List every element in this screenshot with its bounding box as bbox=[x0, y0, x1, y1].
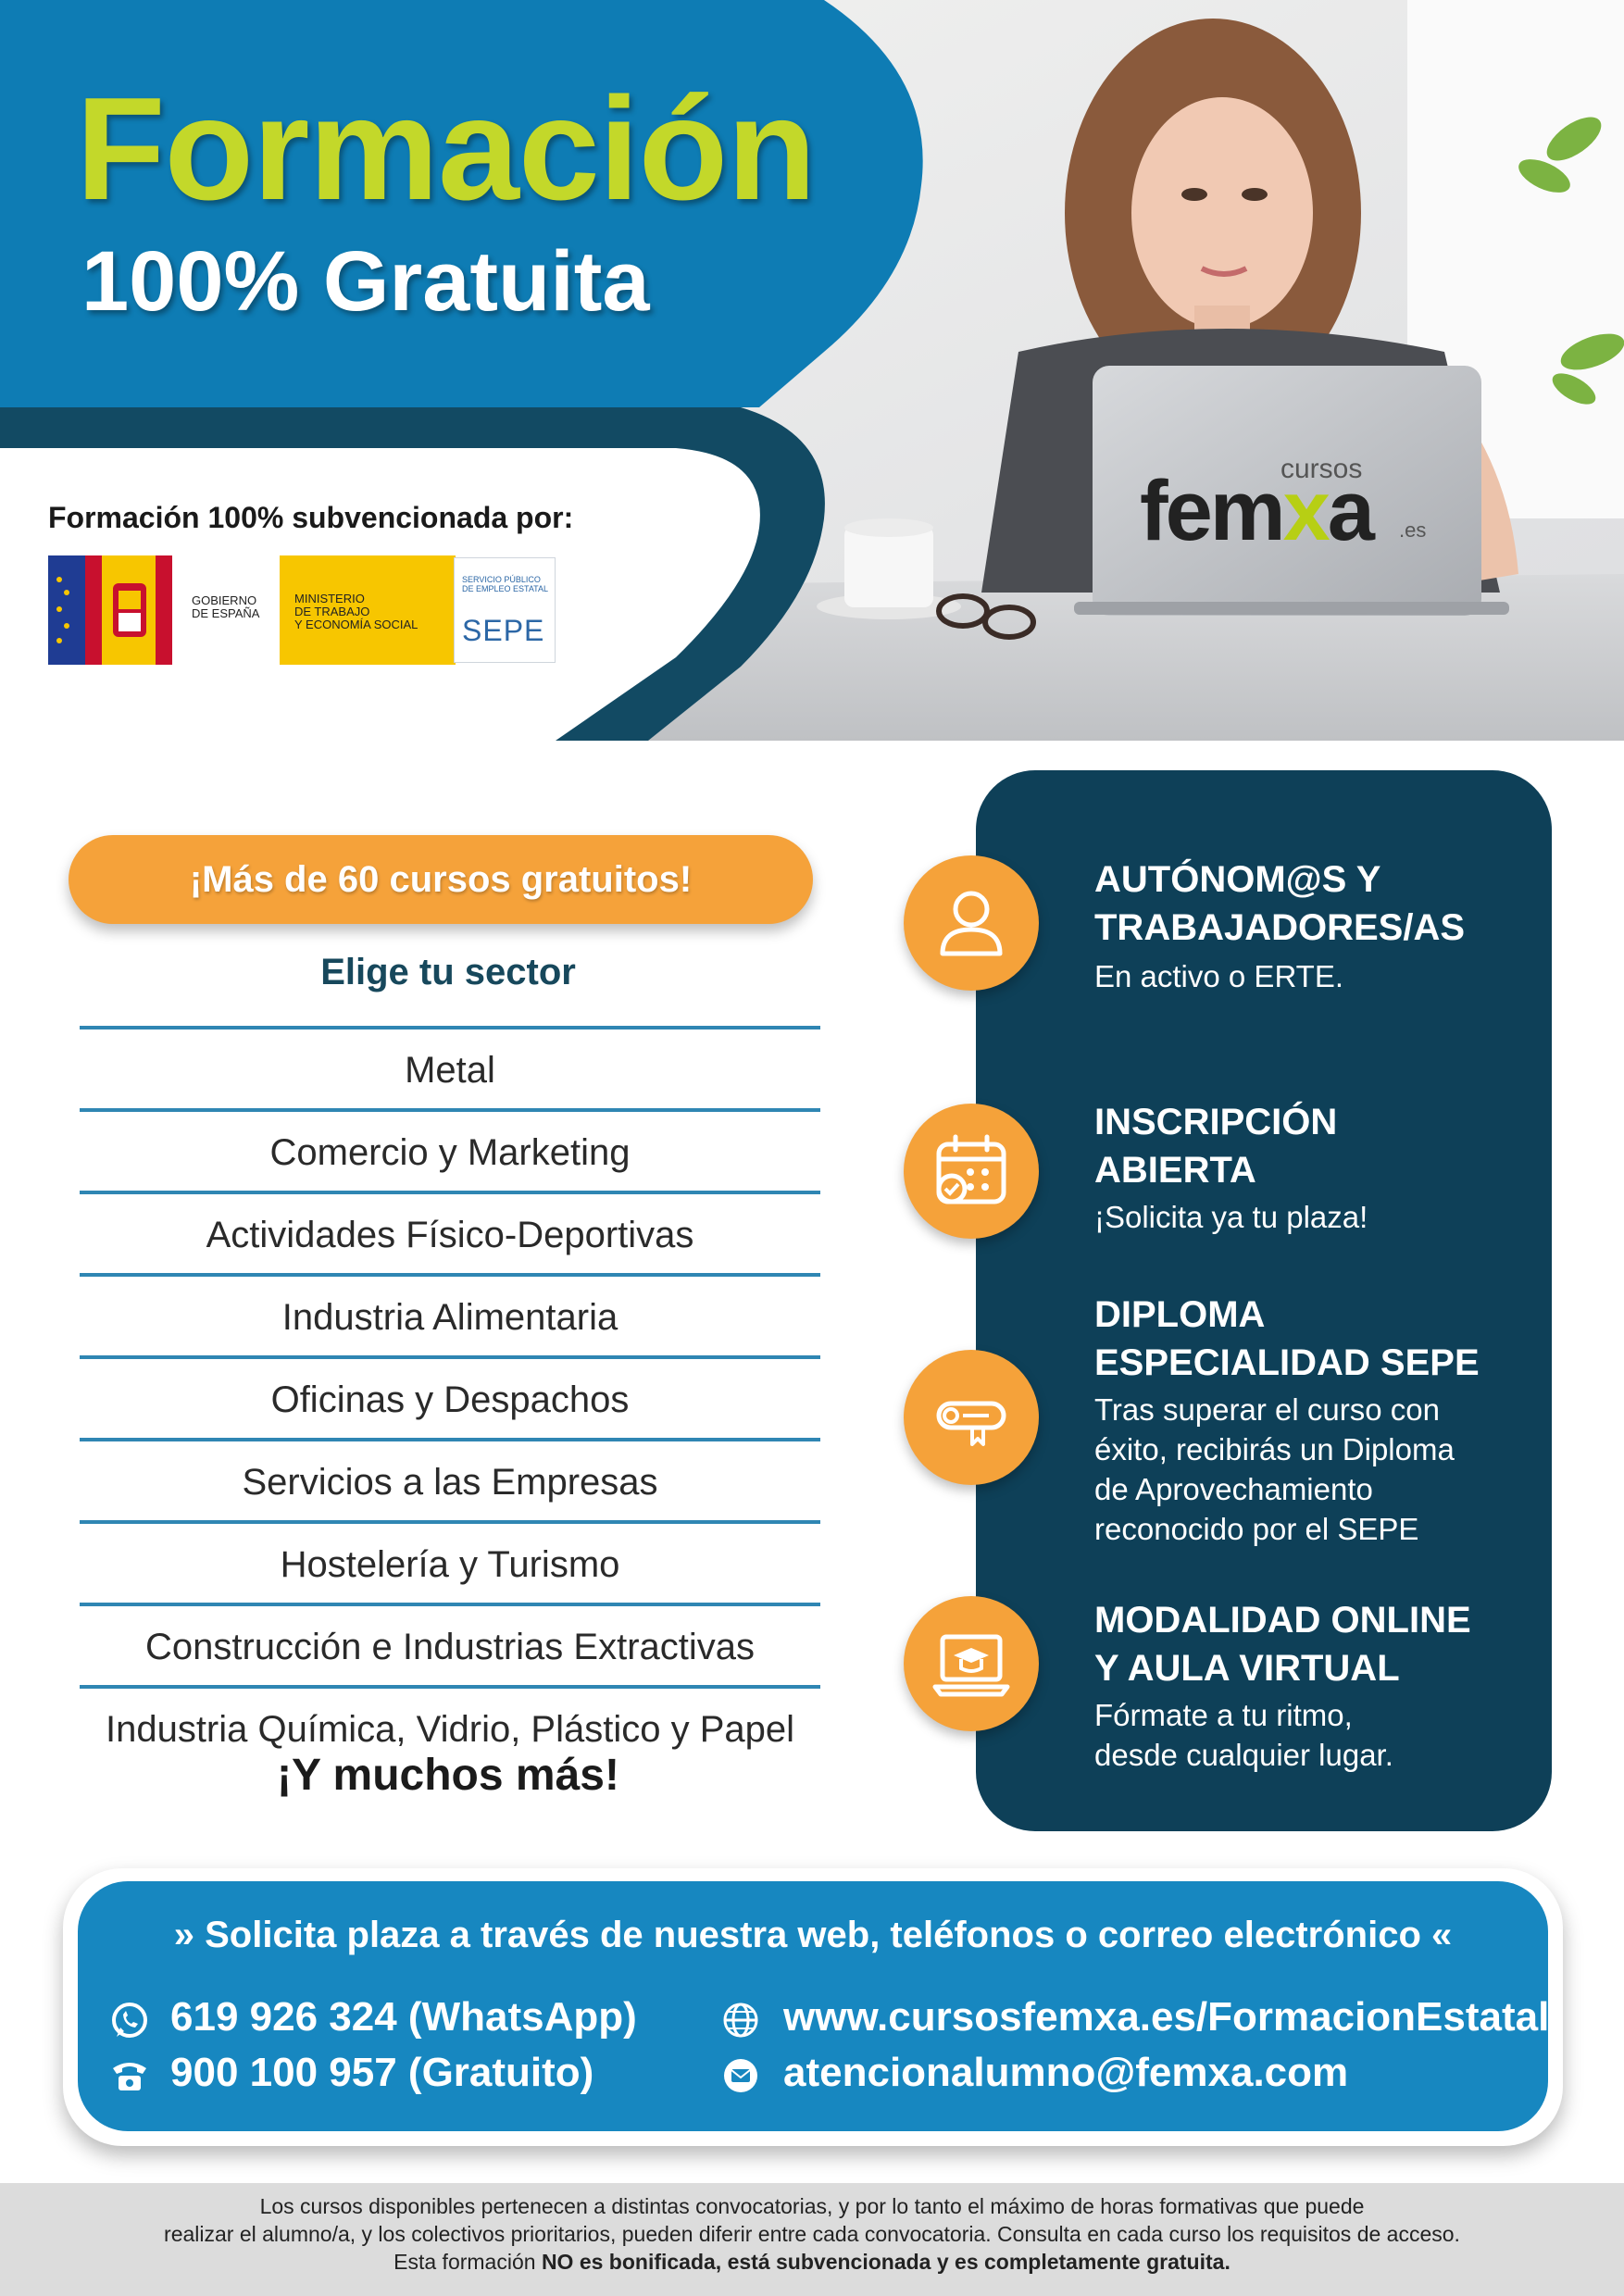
sepe-logo: SERVICIO PÚBLICO DE EMPLEO ESTATAL SEPE bbox=[454, 557, 556, 663]
feature-icon-circle bbox=[904, 1350, 1039, 1485]
footer-disclaimer: Los cursos disponibles pertenecen a dist… bbox=[37, 2192, 1587, 2276]
brand-name: femxa bbox=[1140, 468, 1375, 554]
courses-pill: ¡Más de 60 cursos gratuitos! bbox=[69, 835, 813, 924]
contact-headline-text: Solicita plaza a través de nuestra web, … bbox=[205, 1915, 1421, 1955]
globe-icon bbox=[723, 2003, 758, 2038]
feature-text: Fórmate a tu ritmo, bbox=[1094, 1698, 1353, 1732]
person-icon bbox=[940, 891, 1003, 956]
brand-name-end: a bbox=[1327, 464, 1375, 558]
feature-title: AUTÓNOM@S Y bbox=[1094, 859, 1381, 900]
feature-text: Tras superar el curso con bbox=[1094, 1392, 1440, 1427]
whatsapp-number[interactable]: 619 926 324 (WhatsApp) bbox=[170, 1994, 637, 2040]
gov-line2: DE ESPAÑA bbox=[192, 606, 260, 620]
hero-subtitle: 100% Gratuita bbox=[81, 234, 650, 329]
sector-list: Metal Comercio y Marketing Actividades F… bbox=[80, 1026, 820, 1767]
feature-icon-circle bbox=[904, 1104, 1039, 1239]
features-panel bbox=[976, 770, 1552, 1831]
feature-text: éxito, recibirás un Diploma bbox=[1094, 1432, 1455, 1466]
gov-line1: GOBIERNO bbox=[192, 593, 257, 607]
email-icon bbox=[724, 2059, 757, 2092]
sector-item: Industria Química, Vidrio, Plástico y Pa… bbox=[80, 1685, 820, 1767]
contact-headline: » Solicita plaza a través de nuestra web… bbox=[78, 1915, 1548, 1956]
ministry-line3: Y ECONOMÍA SOCIAL bbox=[294, 618, 418, 631]
diploma-icon bbox=[936, 1401, 1006, 1446]
brand-tld: .es bbox=[1399, 518, 1427, 542]
footer-line3-prefix: Esta formación bbox=[394, 2250, 542, 2274]
sepe-acronym: SEPE bbox=[462, 614, 545, 647]
ministry-block: MINISTERIO DE TRABAJO Y ECONOMÍA SOCIAL bbox=[278, 555, 456, 665]
sector-item: Servicios a las Empresas bbox=[80, 1438, 820, 1520]
sector-item: Actividades Físico-Deportivas bbox=[80, 1191, 820, 1273]
hero-banner: Formación 100% Gratuita Formación 100% s… bbox=[0, 0, 1624, 741]
calendar-check-icon bbox=[936, 1134, 1006, 1204]
brand-name-x: x bbox=[1282, 464, 1330, 558]
hero-title: Formación bbox=[76, 68, 817, 231]
whatsapp-icon bbox=[112, 2003, 147, 2038]
footer-line2: realizar el alumno/a, y los colectivos p… bbox=[164, 2222, 1460, 2246]
spain-flag-emblem bbox=[48, 555, 280, 665]
footer-line1: Los cursos disponibles pertenecen a dist… bbox=[259, 2194, 1365, 2218]
feature-title: DIPLOMA bbox=[1094, 1294, 1266, 1335]
feature-title: INSCRIPCIÓN bbox=[1094, 1102, 1338, 1142]
sector-item: Metal bbox=[80, 1026, 820, 1108]
feature-text: desde cualquier lugar. bbox=[1094, 1738, 1393, 1772]
subsidy-label: Formación 100% subvencionada por: bbox=[48, 501, 574, 534]
feature-text: reconocido por el SEPE bbox=[1094, 1512, 1419, 1546]
sector-item: Construcción e Industrias Extractivas bbox=[80, 1603, 820, 1685]
feature-icon-circle bbox=[904, 1596, 1039, 1731]
sector-item: Comercio y Marketing bbox=[80, 1108, 820, 1191]
brand-name-start: fem bbox=[1140, 464, 1286, 558]
phone-number[interactable]: 900 100 957 (Gratuito) bbox=[170, 2050, 594, 2095]
feature-text: de Aprovechamiento bbox=[1094, 1472, 1373, 1506]
feature-title: Y AULA VIRTUAL bbox=[1094, 1648, 1400, 1689]
footer: Los cursos disponibles pertenecen a dist… bbox=[0, 2183, 1624, 2296]
more-label: ¡Y muchos más! bbox=[277, 1751, 619, 1800]
brand-sub: cursos bbox=[1280, 454, 1363, 484]
feature-text: En activo o ERTE. bbox=[1094, 959, 1344, 993]
courses-pill-label: ¡Más de 60 cursos gratuitos! bbox=[189, 859, 693, 900]
sector-item: Industria Alimentaria bbox=[80, 1273, 820, 1355]
ministry-line1: MINISTERIO bbox=[294, 592, 365, 605]
website-link[interactable]: www.cursosfemxa.es/FormacionEstatal bbox=[783, 1994, 1550, 2040]
sepe-full-name: SERVICIO PÚBLICO DE EMPLEO ESTATAL bbox=[462, 575, 549, 593]
feature-title: ABIERTA bbox=[1094, 1150, 1256, 1191]
feature-title: TRABAJADORES/AS bbox=[1094, 907, 1466, 948]
feature-title: MODALIDAD ONLINE bbox=[1094, 1600, 1471, 1641]
phone-icon bbox=[113, 2063, 146, 2090]
sector-item: Hostelería y Turismo bbox=[80, 1520, 820, 1603]
laptop-graduation-icon bbox=[932, 1634, 1010, 1697]
feature-text: ¡Solicita ya tu plaza! bbox=[1094, 1200, 1368, 1234]
feature-title: ESPECIALIDAD SEPE bbox=[1094, 1342, 1480, 1383]
sector-item: Oficinas y Despachos bbox=[80, 1355, 820, 1438]
government-logo: GOBIERNO DE ESPAÑA MINISTERIO DE TRABAJO… bbox=[48, 555, 556, 665]
double-chevron-right-icon: » bbox=[173, 1915, 194, 1955]
email-link[interactable]: atencionalumno@femxa.com bbox=[783, 2050, 1349, 2095]
sector-heading: Elige tu sector bbox=[320, 952, 576, 992]
femxa-logo: cursos femxa .es bbox=[1088, 454, 1458, 565]
ministry-line2: DE TRABAJO bbox=[294, 605, 370, 618]
contact-bar: » Solicita plaza a través de nuestra web… bbox=[78, 1881, 1550, 2131]
footer-line3-bold: NO es bonificada, está subvencionada y e… bbox=[541, 2250, 1230, 2274]
feature-icon-circle bbox=[904, 855, 1039, 991]
double-chevron-left-icon: « bbox=[1431, 1915, 1453, 1955]
